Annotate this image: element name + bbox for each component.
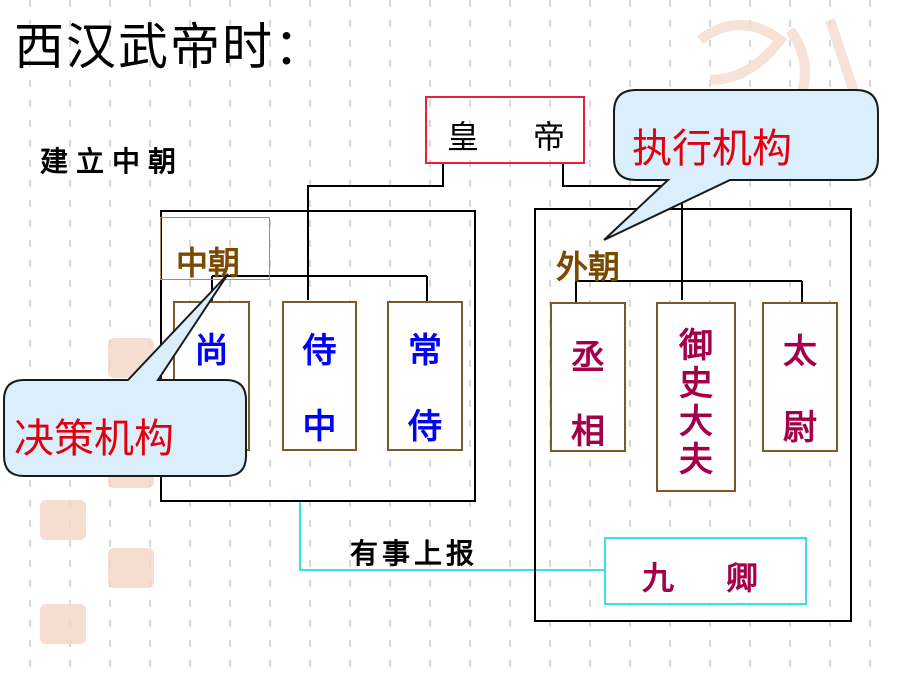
office-char: 太: [783, 332, 817, 372]
emperor-char-left: 皇: [447, 118, 480, 156]
office-shizhong: 侍 中: [282, 301, 357, 451]
outer-court-label: 外朝: [556, 248, 621, 286]
office-changshi: 常 侍: [387, 301, 463, 451]
executive-callout-shape: [603, 89, 879, 241]
inner-court-label: 中朝: [176, 244, 241, 282]
nine-ministers-char-right: 卿: [726, 559, 759, 597]
nine-ministers-box: 九 卿: [604, 537, 807, 605]
page-title: 西汉武帝时：: [14, 18, 326, 76]
emperor-box: 皇 帝: [425, 96, 585, 164]
executive-callout-text: 执行机构: [632, 126, 792, 172]
office-char: 尉: [783, 408, 817, 448]
office-char: 相: [571, 412, 605, 452]
office-char: 夫: [679, 440, 713, 480]
decision-callout-shape: [3, 273, 247, 477]
outer-court-frame: [534, 208, 852, 622]
office-char: 尚: [194, 331, 229, 371]
decision-callout-text: 决策机构: [14, 416, 174, 462]
office-chengxiang: 丞 相: [550, 302, 626, 452]
office-char: 侍: [302, 331, 337, 371]
emperor-char-right: 帝: [533, 118, 566, 156]
office-char: 御: [679, 326, 713, 366]
office-char: 中: [302, 407, 337, 447]
office-char: 史: [679, 364, 713, 404]
inner-court-label-frame: [160, 217, 270, 280]
office-char: 常: [408, 331, 442, 371]
report-upward-label: 有事上报: [350, 537, 479, 570]
page-subtitle: 建立中朝: [40, 145, 185, 178]
office-char: 丞: [571, 338, 605, 378]
office-yushidafu: 御 史 大 夫: [656, 302, 736, 492]
office-char: 大: [679, 402, 713, 442]
nine-ministers-char-left: 九: [642, 559, 675, 597]
office-char: 侍: [408, 407, 442, 447]
office-taiwei: 太 尉: [762, 302, 838, 452]
